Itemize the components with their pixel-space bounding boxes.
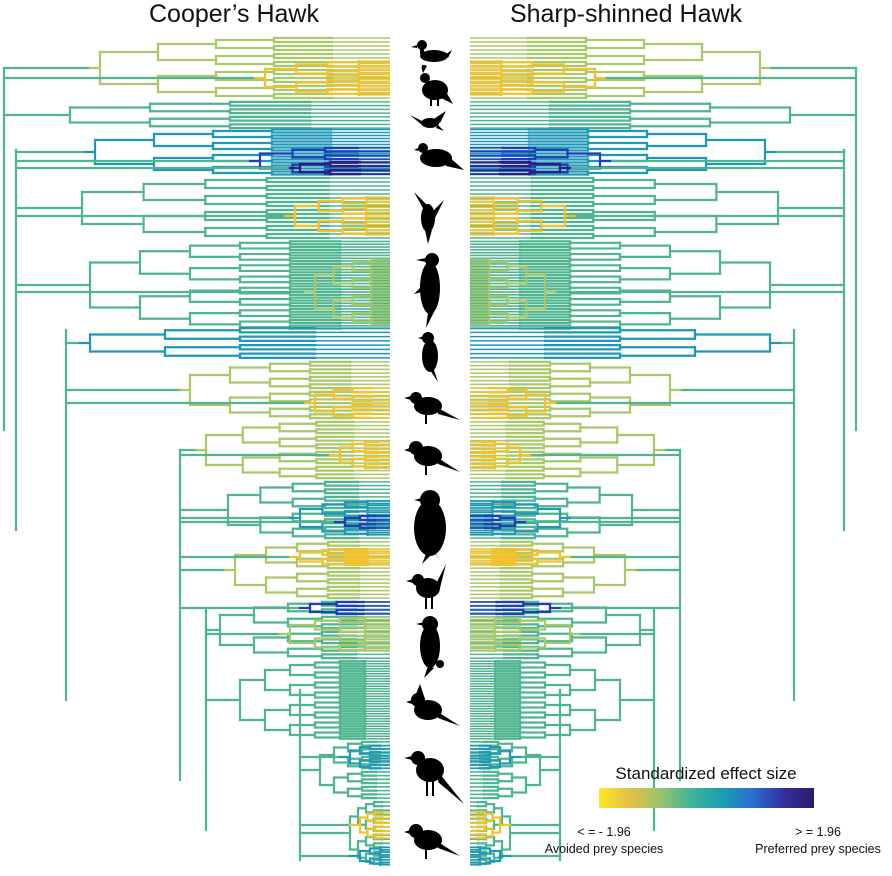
legend-gradient-bar xyxy=(599,788,814,808)
cardinal-silhouette-icon xyxy=(406,684,460,726)
legend-max-value: > = 1.96 xyxy=(795,825,841,839)
legend-min-value: < = - 1.96 xyxy=(577,825,631,839)
bird-silhouette-column xyxy=(404,40,464,859)
legend-max-label: Preferred prey species xyxy=(755,842,881,856)
robin-silhouette-icon xyxy=(414,490,446,564)
effect-size-legend: Standardized effect size < = - 1.96 Avoi… xyxy=(545,764,881,856)
duck-silhouette-icon xyxy=(411,40,452,62)
blackbird-silhouette-icon xyxy=(416,616,444,678)
sharp-shinned-hawk-tree xyxy=(470,36,858,866)
woodpecker-silhouette-icon xyxy=(414,253,440,328)
legend-title: Standardized effect size xyxy=(615,764,796,783)
warbler-silhouette-icon xyxy=(404,392,460,424)
cooper-hawk-tree xyxy=(2,36,390,866)
right-title: Sharp-shinned Hawk xyxy=(510,0,743,28)
sparrow-silhouette-icon xyxy=(404,824,460,859)
grackle-silhouette-icon xyxy=(404,751,464,804)
wren-silhouette-icon xyxy=(406,564,446,609)
hummingbird-silhouette-icon xyxy=(410,111,446,131)
dove-silhouette-icon xyxy=(414,143,464,170)
quail-silhouette-icon xyxy=(420,64,453,106)
legend-min-label: Avoided prey species xyxy=(545,842,664,856)
flycatcher-silhouette-icon xyxy=(418,332,438,382)
chickadee-silhouette-icon xyxy=(404,441,460,475)
flying-bird-silhouette-icon xyxy=(414,192,444,244)
left-title: Cooper’s Hawk xyxy=(149,0,319,28)
